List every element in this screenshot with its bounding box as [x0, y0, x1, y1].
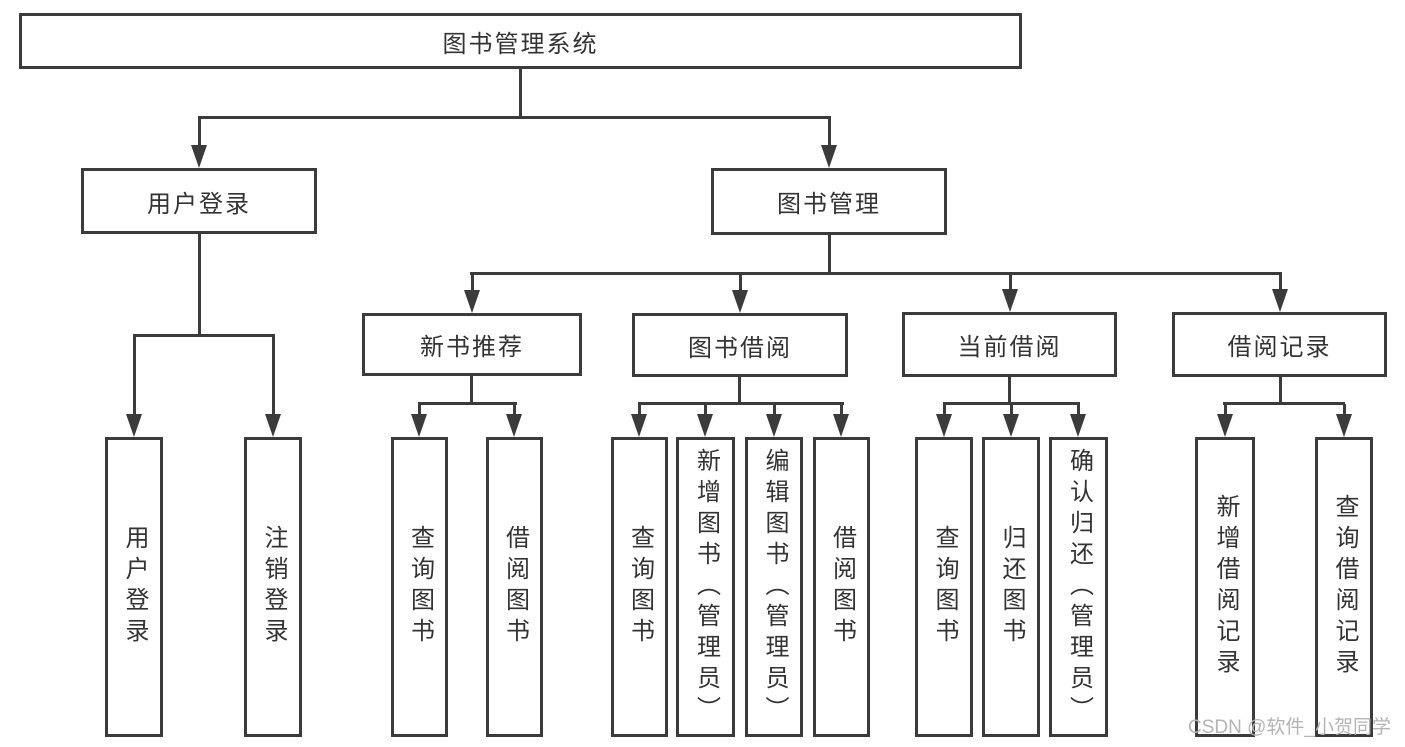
- node-label: 图书管理: [777, 191, 881, 218]
- connector-arrow-shaft: [839, 404, 843, 417]
- connector-arrow-shaft: [1342, 404, 1346, 417]
- connector-line: [943, 402, 1080, 405]
- node-label: 新书推荐: [420, 334, 524, 361]
- connector-arrow-shaft: [271, 336, 275, 417]
- connector-arrow-shaft: [512, 404, 516, 417]
- arrowhead-down-icon: [1217, 414, 1233, 437]
- node-label: 用户登录: [121, 525, 148, 649]
- node-label: 查询图书: [406, 525, 434, 649]
- connector-arrow-shaft: [1008, 274, 1012, 292]
- arrowhead-down-icon: [697, 414, 713, 437]
- connector-arrow-shaft: [703, 404, 707, 417]
- node-bb-add-books: 新增图书（管理员）: [676, 437, 735, 737]
- connector-line: [1279, 377, 1282, 404]
- node-login-logout: 注销登录: [244, 437, 302, 737]
- arrowhead-down-icon: [1002, 289, 1018, 312]
- connector-arrow-shaft: [942, 404, 946, 417]
- arrowhead-down-icon: [1070, 414, 1086, 437]
- arrowhead-down-icon: [191, 145, 207, 168]
- node-login-user-login: 用户登录: [105, 437, 163, 737]
- arrowhead-down-icon: [1272, 289, 1288, 312]
- connector-line: [198, 234, 201, 336]
- connector-arrow-shaft: [772, 404, 776, 417]
- node-label: 借阅图书: [501, 525, 529, 649]
- node-book-management: 图书管理: [711, 168, 947, 235]
- connector-arrow-shaft: [1223, 404, 1227, 417]
- connector-line: [418, 402, 517, 405]
- node-bb-query-books: 查询图书: [611, 437, 668, 737]
- connector-arrow-shaft: [470, 274, 474, 293]
- arrowhead-down-icon: [126, 414, 142, 437]
- arrowhead-down-icon: [833, 414, 849, 437]
- connector-line: [133, 334, 275, 337]
- node-br-add-record: 新增借阅记录: [1195, 437, 1255, 737]
- connector-line: [470, 376, 473, 404]
- arrowhead-down-icon: [631, 414, 647, 437]
- arrowhead-down-icon: [821, 145, 837, 168]
- node-label: 当前借阅: [957, 334, 1062, 361]
- arrowhead-down-icon: [1003, 414, 1019, 437]
- node-root: 图书管理系统: [19, 13, 1022, 69]
- connector-line: [1223, 402, 1345, 405]
- node-book-borrowing: 图书借阅: [632, 313, 848, 377]
- arrowhead-down-icon: [1336, 414, 1352, 437]
- connector-arrow-shaft: [1278, 274, 1282, 292]
- node-cb-query-books: 查询图书: [915, 437, 973, 737]
- connector-arrow-shaft: [417, 404, 421, 417]
- node-label: 查询图书: [626, 525, 654, 649]
- arrowhead-down-icon: [464, 290, 480, 313]
- node-user-login: 用户登录: [81, 168, 317, 234]
- node-borrowing-records: 借阅记录: [1172, 312, 1387, 377]
- connector-line: [738, 377, 741, 404]
- node-label: 新增借阅记录: [1212, 494, 1239, 680]
- node-label: 图书管理系统: [442, 30, 599, 58]
- arrowhead-down-icon: [265, 414, 281, 437]
- arrowhead-down-icon: [766, 414, 782, 437]
- node-label: 查询图书: [931, 525, 958, 649]
- connector-arrow-shaft: [637, 404, 641, 417]
- node-br-query-record: 查询借阅记录: [1315, 437, 1373, 737]
- node-current-borrowing: 当前借阅: [902, 312, 1117, 377]
- connector-line: [519, 69, 522, 118]
- connector-arrow-shaft: [132, 336, 136, 417]
- arrowhead-down-icon: [936, 414, 952, 437]
- node-new-book-recommend: 新书推荐: [362, 313, 582, 376]
- node-cb-confirm-return: 确认归还（管理员）: [1049, 437, 1108, 737]
- connector-arrow-shaft: [1009, 404, 1013, 417]
- connector-line: [638, 402, 844, 405]
- arrowhead-down-icon: [506, 414, 522, 437]
- node-cb-return-books: 归还图书: [982, 437, 1040, 737]
- node-label: 查询借阅记录: [1331, 494, 1358, 680]
- connector-line: [1008, 377, 1011, 404]
- connector-arrow-shaft: [738, 274, 742, 293]
- node-bb-borrow-books: 借阅图书: [813, 437, 870, 737]
- node-nb-query-books: 查询图书: [391, 437, 448, 737]
- node-nb-borrow-books: 借阅图书: [486, 437, 543, 737]
- connector-line: [470, 272, 1282, 275]
- node-label: 借阅记录: [1227, 334, 1332, 361]
- node-label: 借阅图书: [828, 525, 856, 649]
- connector-line: [828, 235, 831, 274]
- node-label: 编辑图书（管理员）: [761, 447, 788, 727]
- node-label: 新增图书（管理员）: [692, 447, 720, 727]
- node-label: 注销登录: [260, 525, 287, 649]
- node-label: 归还图书: [998, 525, 1025, 649]
- connector-line: [198, 116, 831, 119]
- node-label: 用户登录: [147, 190, 251, 218]
- arrowhead-down-icon: [411, 414, 427, 437]
- arrowhead-down-icon: [732, 290, 748, 313]
- node-label: 图书借阅: [688, 334, 792, 362]
- node-label: 确认归还（管理员）: [1065, 447, 1093, 727]
- watermark: CSDN @软件_小贺同学: [1188, 717, 1391, 738]
- node-bb-edit-books: 编辑图书（管理员）: [745, 437, 803, 737]
- connector-arrow-shaft: [1076, 404, 1080, 417]
- connector-arrow-shaft: [197, 117, 201, 148]
- connector-arrow-shaft: [827, 117, 831, 148]
